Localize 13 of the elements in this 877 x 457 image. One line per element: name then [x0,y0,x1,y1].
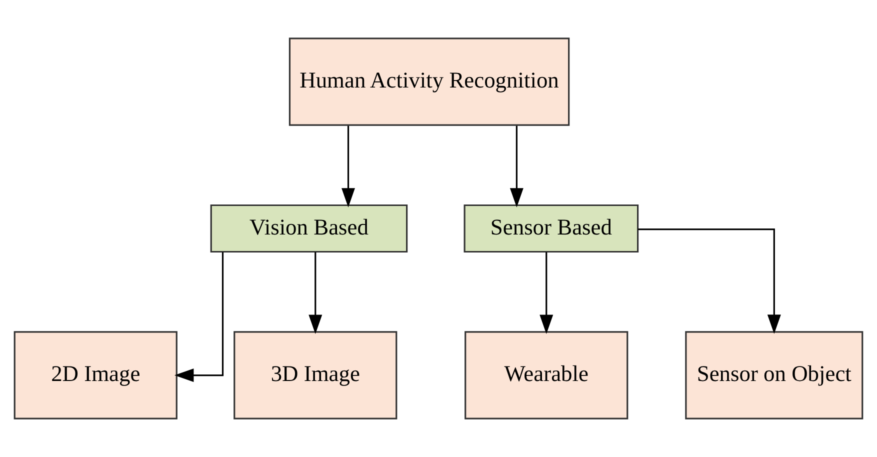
arrow [174,252,224,382]
node-box: Sensor Based [464,204,639,253]
arrow [510,126,524,208]
node-box: Wearable [464,331,628,420]
arrow [540,252,554,334]
node-box: 2D Image [14,331,178,420]
arrow [342,126,356,208]
arrow [638,228,781,334]
arrow [308,252,322,334]
node-box: Vision Based [210,204,408,253]
node-box: Human Activity Recognition [288,38,570,126]
node-box: 3D Image [234,331,398,420]
node-box: Sensor on Object [685,331,864,420]
